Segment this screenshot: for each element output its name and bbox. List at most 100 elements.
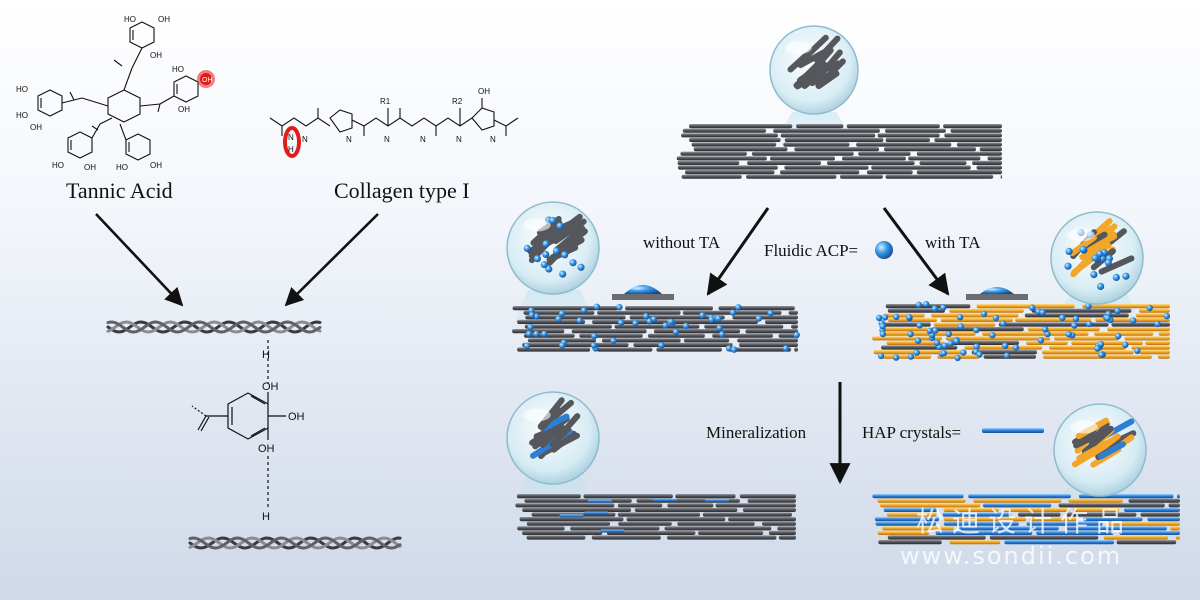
fibril-rod: [677, 165, 778, 170]
acp-particle: [906, 314, 913, 321]
acp-particle: [953, 338, 960, 345]
fibril-rod: [949, 540, 1001, 545]
svg-text:OH: OH: [288, 411, 305, 423]
fibril-rod: [675, 494, 736, 499]
acp-particle: [580, 307, 588, 314]
acp-particle: [1028, 304, 1036, 311]
fibril-rod: [944, 133, 1002, 138]
acp-particle: [525, 330, 533, 337]
fibril-rod: [742, 507, 796, 512]
hap-crystal: [600, 529, 625, 533]
acp-particle: [1079, 245, 1087, 254]
fibril-rod: [968, 494, 1071, 499]
acp-particle: [957, 323, 965, 330]
fibril-rod: [737, 338, 798, 343]
fibril-rod: [664, 526, 772, 531]
fibril-rod: [732, 315, 798, 320]
fibril-end: [1081, 425, 1114, 455]
hap-crystal: [559, 514, 584, 518]
acp-particle: [1071, 322, 1078, 329]
svg-text:OH: OH: [158, 15, 170, 24]
fibril-end: [815, 58, 846, 89]
acp-particle: [915, 301, 923, 308]
acp-particle: [1112, 273, 1120, 281]
collagen-peptide-structure: [269, 98, 519, 136]
fibril-rod: [524, 498, 632, 503]
svg-text:N: N: [384, 135, 390, 144]
zoom-without-ta: [506, 201, 600, 295]
amine-highlight: N H: [283, 126, 301, 158]
fibril-rod: [579, 333, 643, 338]
acp-particle: [658, 342, 665, 349]
fibril-rod: [943, 521, 1019, 526]
acp-particle: [989, 332, 996, 339]
fibril-rod: [617, 503, 663, 508]
fibril-rod: [1147, 517, 1180, 522]
svg-text:OH: OH: [478, 87, 490, 96]
fibril-rod: [840, 174, 883, 179]
acp-particle: [1085, 302, 1092, 310]
acp-particle: [559, 342, 566, 349]
fibril-rod: [791, 324, 798, 329]
fibril-rod: [878, 540, 942, 545]
acp-particle: [767, 309, 774, 317]
acp-particle: [730, 346, 738, 353]
fibril-bundle-without-ta: [512, 303, 800, 353]
arrow-with-ta: [882, 207, 950, 296]
fibril-rod: [1000, 174, 1002, 179]
acp-particle: [662, 322, 669, 329]
fibril-rod: [683, 338, 730, 343]
acp-particle: [699, 312, 706, 319]
phenol-unit: [191, 392, 286, 440]
fibril-rod: [933, 322, 996, 327]
fibril-rod: [667, 535, 777, 540]
fibril-rod: [780, 170, 860, 175]
fibril-rod: [656, 347, 722, 352]
fibril-rod: [617, 512, 701, 517]
fibril-rod: [794, 347, 798, 352]
fibril-rod: [956, 142, 1002, 147]
acp-particle: [552, 247, 561, 255]
fibril-rod: [1024, 313, 1129, 318]
acp-particle: [793, 331, 800, 339]
fibril-rod: [783, 142, 850, 147]
fibril-rod: [715, 503, 796, 508]
fibril-rod: [1107, 327, 1170, 332]
fibril-rod: [1139, 350, 1170, 355]
fibril-rod: [882, 526, 954, 531]
lens-highlight: [1070, 420, 1098, 434]
fibril-rod: [916, 151, 1002, 156]
acp-particle: [782, 345, 790, 352]
fibril-rod: [1072, 507, 1120, 512]
zoom-mineralized-with-ta: [1053, 403, 1147, 497]
acp-particle: [591, 332, 598, 340]
acp-particle: [1130, 317, 1137, 324]
fibril-rod: [704, 324, 784, 329]
svg-text:HO: HO: [172, 65, 184, 74]
fibril-end: [541, 413, 570, 432]
svg-text:H: H: [288, 145, 294, 154]
fibril-bundle-with-ta: [872, 300, 1171, 362]
fibril-rod: [1082, 517, 1143, 522]
helix-strand: [106, 320, 322, 334]
acp-particle: [1154, 320, 1161, 328]
fibril-rod: [712, 333, 773, 338]
fibril-rod: [887, 535, 986, 540]
fibril-rod: [874, 517, 940, 522]
fibril-rod: [858, 151, 911, 156]
collagen-fibril-bundle: [676, 124, 1002, 179]
fibril-rod: [945, 336, 1051, 341]
fibril-rod: [618, 521, 672, 526]
fibril-rod: [856, 142, 952, 147]
fibril-rod: [1131, 345, 1170, 350]
acp-particle: [1104, 259, 1112, 267]
svg-text:OH: OH: [30, 123, 42, 132]
fibril-rod: [1029, 517, 1077, 522]
acp-particle: [555, 315, 562, 323]
fibril-rod: [778, 535, 796, 540]
fibril-rod: [625, 306, 713, 311]
acp-particle: [1104, 314, 1111, 322]
fibril-rod: [746, 174, 837, 179]
collagen-type-label: Collagen type I: [334, 178, 470, 203]
